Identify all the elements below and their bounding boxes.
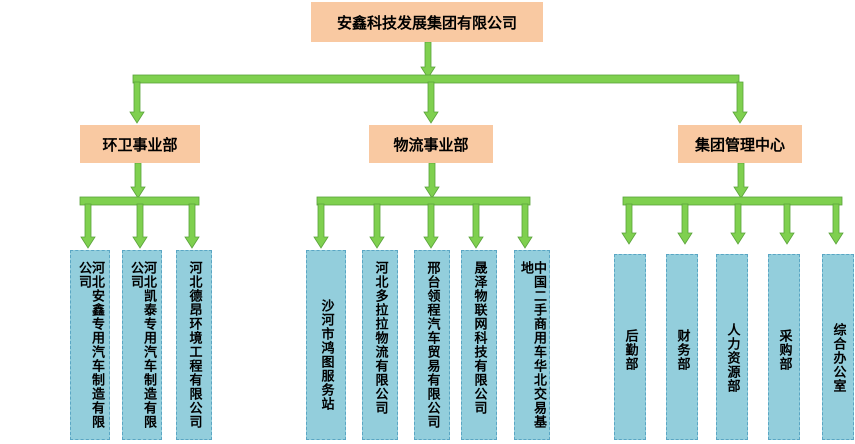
unit-box-anxin-vehicle: 河北安鑫专用汽车制造有限公司 [70,250,110,440]
connector-arrow [732,81,748,124]
connector-arrow [129,81,145,124]
company-root-box: 安鑫科技发展集团有限公司 [311,2,543,42]
connector-arrow [423,81,439,124]
unit-box-kaitai-vehicle: 河北凯泰专用汽车制造有限公司 [122,250,162,440]
connector-arrow [730,203,746,245]
division-management-center-box: 集团管理中心 [678,125,802,163]
unit-label: 邢台领程汽车贸易有限公司 [424,261,440,429]
unit-box-deang-environment: 河北德昂环境工程有限公司 [176,250,212,440]
unit-box-general-office: 综合办公室 [822,254,854,440]
connector-arrow [621,203,637,245]
connector-arrow [130,162,146,199]
connector-arrow [369,203,385,249]
connector-arrow [423,203,439,249]
unit-box-used-vehicle-base: 中国二手商用车华北交易基地 [514,250,550,440]
unit-label: 后勤部 [622,329,638,371]
division-sanitation-box: 环卫事业部 [80,125,200,163]
connector-arrow [132,203,148,249]
unit-label: 综合办公室 [830,323,846,393]
unit-label: 财务部 [674,329,690,371]
unit-label: 河北多拉拉物流有限公司 [372,261,388,415]
unit-label: 河北安鑫专用汽车制造有限公司 [76,261,104,429]
connector-bar [622,196,843,206]
connector-bar [316,196,531,206]
unit-box-lingcheng-auto: 邢台领程汽车贸易有限公司 [414,250,450,440]
unit-label: 采购部 [776,329,792,371]
connector-arrow [313,203,329,249]
unit-label: 中国二手商用车华北交易基地 [518,261,546,429]
unit-label: 沙河市鸿图服务站 [318,299,334,411]
unit-label: 河北德昂环境工程有限公司 [186,261,202,429]
connector-arrow [733,162,749,199]
connector-arrow [468,203,484,249]
connector-arrow [677,203,693,245]
unit-label: 人力资源部 [724,323,740,393]
unit-box-hr-dept: 人力资源部 [716,254,748,440]
unit-box-shengze-iot: 晟泽物联网科技有限公司 [461,250,497,440]
connector-arrow [420,41,436,79]
unit-box-logistics-dept: 后勤部 [614,254,646,440]
connector-arrow [424,162,440,199]
unit-label: 晟泽物联网科技有限公司 [471,261,487,415]
connector-arrow [80,203,96,249]
division-logistics-box: 物流事业部 [369,125,493,163]
connector-bar [132,74,740,84]
connector-arrow [517,203,533,249]
unit-box-duolala-logistics: 河北多拉拉物流有限公司 [362,250,398,440]
connector-arrow [184,203,200,249]
unit-label: 河北凯泰专用汽车制造有限公司 [128,261,156,429]
unit-box-purchasing-dept: 采购部 [768,254,800,440]
unit-box-finance-dept: 财务部 [666,254,698,440]
connector-arrow [779,203,795,245]
connector-arrow [828,203,844,245]
unit-box-hongtu-station: 沙河市鸿图服务站 [306,250,346,440]
